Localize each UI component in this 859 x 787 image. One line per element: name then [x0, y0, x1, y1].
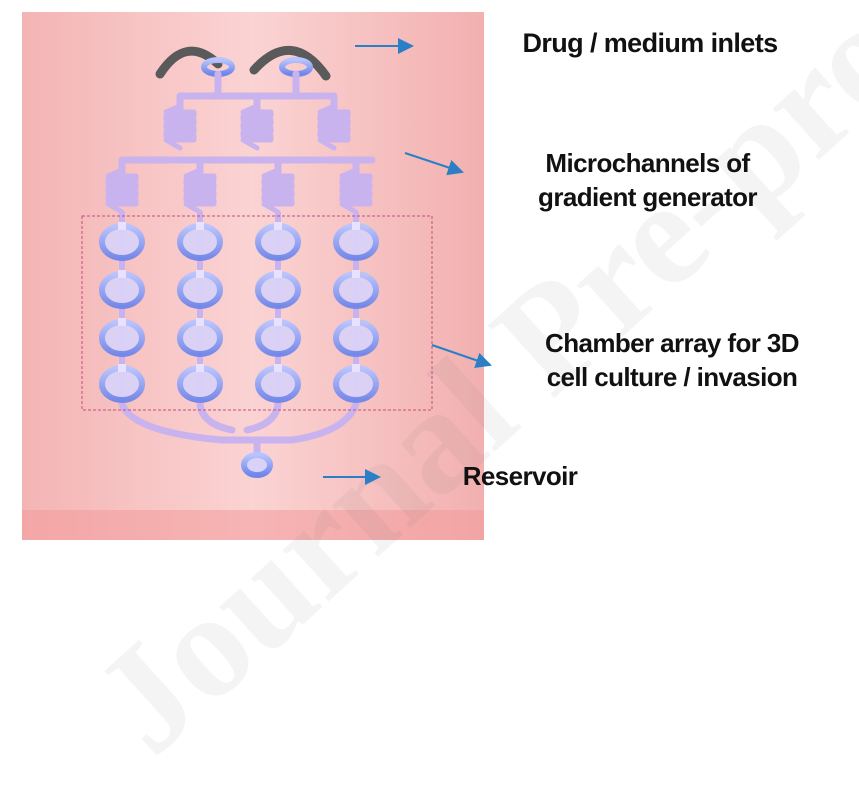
serpentine-level1-c — [317, 103, 351, 151]
serpentine-level1-b — [240, 103, 274, 151]
chip-diagram — [22, 12, 484, 540]
channel-level1 — [176, 70, 338, 114]
chamber-notch — [196, 364, 204, 372]
chamber-notch — [352, 222, 360, 230]
reservoir-port — [241, 452, 273, 478]
serpentine-level2-d — [339, 167, 373, 215]
chamber-notch — [196, 270, 204, 278]
chamber-notch — [274, 270, 282, 278]
arrow-chamber-array — [431, 344, 492, 368]
chamber-notch — [352, 270, 360, 278]
collector-channel — [118, 400, 360, 458]
chamber-notch — [352, 318, 360, 326]
chamber-notch — [118, 222, 126, 230]
serpentine-level2-b — [183, 167, 217, 215]
label-chamber-array-line2: cell culture / invasion — [546, 362, 798, 392]
chip-substrate — [22, 12, 484, 540]
chamber-notch — [118, 270, 126, 278]
callout-arrows — [323, 38, 492, 485]
serpentine-level1-a — [163, 103, 197, 151]
chamber-notch — [196, 222, 204, 230]
label-microchannels-line1: Microchannels of — [545, 148, 750, 178]
serpentine-level2-c — [261, 167, 295, 215]
chip-bottom-edge — [22, 510, 484, 540]
microfluidic-chip — [22, 12, 484, 540]
chamber-notch — [274, 222, 282, 230]
label-microchannels-line2: gradient generator — [538, 182, 758, 212]
inlet-tube-right — [249, 45, 331, 81]
channel-level2 — [118, 156, 376, 178]
serpentine-level2-a — [105, 167, 139, 215]
chamber-notch — [352, 364, 360, 372]
chamber-notch — [274, 364, 282, 372]
chamber-notch — [118, 364, 126, 372]
label-microchannels: Microchannels of gradient generator — [470, 146, 825, 214]
label-chamber-array-line1: Chamber array for 3D — [545, 328, 799, 358]
chamber-notch — [118, 318, 126, 326]
label-chamber-array: Chamber array for 3D cell culture / inva… — [492, 326, 852, 394]
arrow-microchannels — [404, 152, 464, 176]
chamber-array — [99, 222, 379, 478]
chamber-array-outline — [81, 215, 433, 411]
label-drug-medium-inlets: Drug / medium inlets — [522, 28, 778, 58]
label-reservoir: Reservoir — [462, 461, 578, 491]
chamber-notch — [196, 318, 204, 326]
chamber-notch — [274, 318, 282, 326]
